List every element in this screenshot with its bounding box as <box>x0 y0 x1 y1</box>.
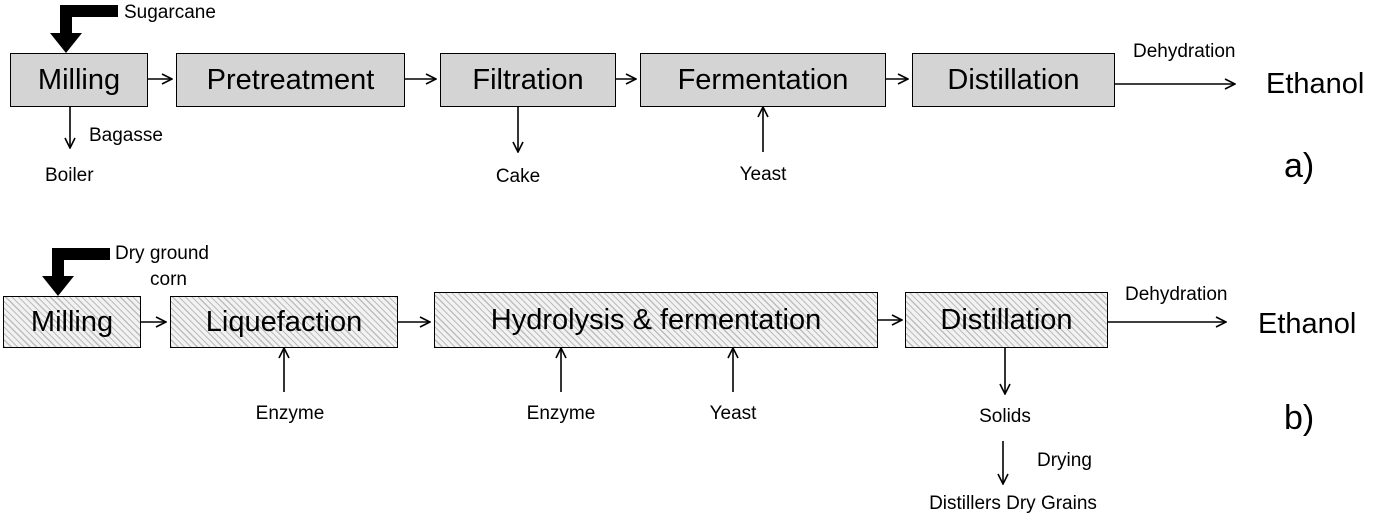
step-b-hydrolysis-fermentation: Hydrolysis & fermentation <box>434 292 878 348</box>
step-b-milling-label: Milling <box>30 305 114 338</box>
panel-label-b: b) <box>1284 399 1315 437</box>
step-a-milling: Milling <box>10 53 148 107</box>
label-b-ddg: Distillers Dry Grains <box>929 493 1097 514</box>
step-a-distillation-label: Distillation <box>947 63 1080 96</box>
panel-label-a: a) <box>1284 147 1315 185</box>
feed-label-b-line2: corn <box>150 269 187 290</box>
step-b-distillation-label: Distillation <box>940 303 1073 336</box>
step-a-fermentation: Fermentation <box>640 53 886 107</box>
step-b-liquefaction-label: Liquefaction <box>205 305 363 338</box>
step-b-milling: Milling <box>3 296 141 348</box>
label-b-solids: Solids <box>979 406 1031 427</box>
step-a-filtration-label: Filtration <box>472 63 584 96</box>
label-b-dehydration: Dehydration <box>1125 284 1228 305</box>
product-b-ethanol: Ethanol <box>1258 308 1357 340</box>
label-b-enzyme-2: Enzyme <box>526 403 596 424</box>
label-b-yeast: Yeast <box>709 403 757 424</box>
sugarcane-feed-arrow <box>50 5 118 53</box>
corn-feed-arrow <box>42 248 110 296</box>
feed-label-a: Sugarcane <box>124 2 216 23</box>
label-a-dehydration: Dehydration <box>1133 41 1236 62</box>
label-b-drying: Drying <box>1037 450 1092 471</box>
step-b-liquefaction: Liquefaction <box>170 296 398 348</box>
label-a-cake: Cake <box>495 166 541 187</box>
step-a-filtration: Filtration <box>440 53 616 107</box>
step-b-hydrolysis-fermentation-label: Hydrolysis & fermentation <box>490 303 822 336</box>
label-a-bagasse: Bagasse <box>89 125 163 146</box>
label-a-boiler: Boiler <box>45 165 94 186</box>
step-a-distillation: Distillation <box>912 53 1115 107</box>
product-a-ethanol: Ethanol <box>1266 68 1365 100</box>
step-a-pretreatment-label: Pretreatment <box>206 63 375 96</box>
step-a-fermentation-label: Fermentation <box>677 63 849 96</box>
step-a-pretreatment: Pretreatment <box>176 53 405 107</box>
label-a-yeast: Yeast <box>739 164 787 185</box>
step-a-milling-label: Milling <box>37 63 121 96</box>
step-b-distillation: Distillation <box>905 292 1108 348</box>
label-b-enzyme-1: Enzyme <box>255 403 325 424</box>
feed-label-b-line1: Dry ground <box>115 243 209 264</box>
